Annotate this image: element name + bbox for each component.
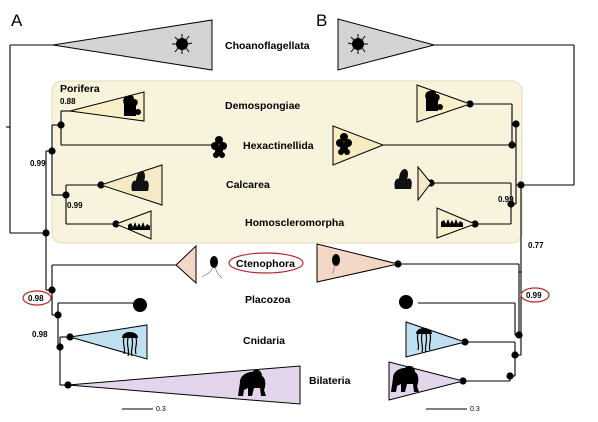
clade-label-bilateria: Bilateria xyxy=(309,375,351,387)
support-value: 0.98 xyxy=(32,330,48,339)
scale-bar-label-left: 0.3 xyxy=(156,406,166,413)
support-value: 0.99 xyxy=(30,159,46,168)
gorilla-icon xyxy=(238,369,266,396)
support-value: 0.99 xyxy=(526,291,542,300)
clade-triangle-homoscleromorpha-left xyxy=(114,210,152,240)
placozoan-icon xyxy=(133,298,147,312)
clade-label-porifera: Porifera xyxy=(60,83,100,95)
clade-triangle-cnidaria-right xyxy=(405,321,467,358)
support-value: 0.99 xyxy=(498,195,514,204)
gorilla-icon xyxy=(391,365,419,392)
jellyfish-icon xyxy=(122,332,138,357)
support-value: 0.98 xyxy=(28,294,44,303)
support-value: 0.99 xyxy=(67,201,83,210)
highlight-circle xyxy=(520,287,550,303)
calcareous-sponge-icon xyxy=(131,171,149,191)
calcareous-sponge-icon xyxy=(394,169,412,189)
clade-label-homoscleromorpha: Homoscleromorpha xyxy=(245,217,344,229)
panel-label-b: B xyxy=(316,11,327,30)
clade-label-ctenophora: Ctenophora xyxy=(236,258,295,270)
comb-jelly-icon xyxy=(331,254,340,275)
clade-triangle-ctenophora-left xyxy=(175,244,197,285)
clade-triangle-calcarea-right xyxy=(417,165,432,202)
clade-triangle-ctenophora-right xyxy=(316,243,399,283)
glass-sponge-icon xyxy=(211,136,227,158)
panel-label-a: A xyxy=(11,11,23,30)
clade-label-calcarea: Calcarea xyxy=(226,179,270,191)
choanoflagellate-icon xyxy=(172,34,193,54)
scale-bar-label-right: 0.3 xyxy=(470,406,480,413)
support-value: 0.77 xyxy=(528,241,544,250)
choanoflagellate-icon xyxy=(347,34,368,54)
clade-label-hexactinellida: Hexactinellida xyxy=(243,140,314,152)
clade-triangle-choanoflagellata-left xyxy=(52,19,213,71)
highlight-circle xyxy=(22,290,52,306)
demosponge-icon xyxy=(123,95,141,116)
homoscleromorph-icon xyxy=(128,222,150,230)
right-tree-nodes xyxy=(394,100,525,385)
clade-triangle-choanoflagellata-right xyxy=(337,18,436,71)
clade-triangle-calcarea-left xyxy=(99,164,163,206)
clade-label-cnidaria: Cnidaria xyxy=(243,335,285,347)
placozoan-icon xyxy=(399,295,413,309)
clade-label-choanoflagellata: Choanoflagellata xyxy=(225,40,310,52)
clade-label-placozoa: Placozoa xyxy=(245,294,291,306)
support-value: 0.88 xyxy=(60,97,76,106)
clade-label-demospongiae: Demospongiae xyxy=(225,100,300,112)
glass-sponge-icon xyxy=(336,133,352,155)
comb-jelly-icon xyxy=(201,256,223,279)
demosponge-icon xyxy=(425,90,443,111)
highlight-circle xyxy=(228,252,304,274)
jellyfish-icon xyxy=(416,328,432,353)
homoscleromorph-icon xyxy=(441,219,463,227)
